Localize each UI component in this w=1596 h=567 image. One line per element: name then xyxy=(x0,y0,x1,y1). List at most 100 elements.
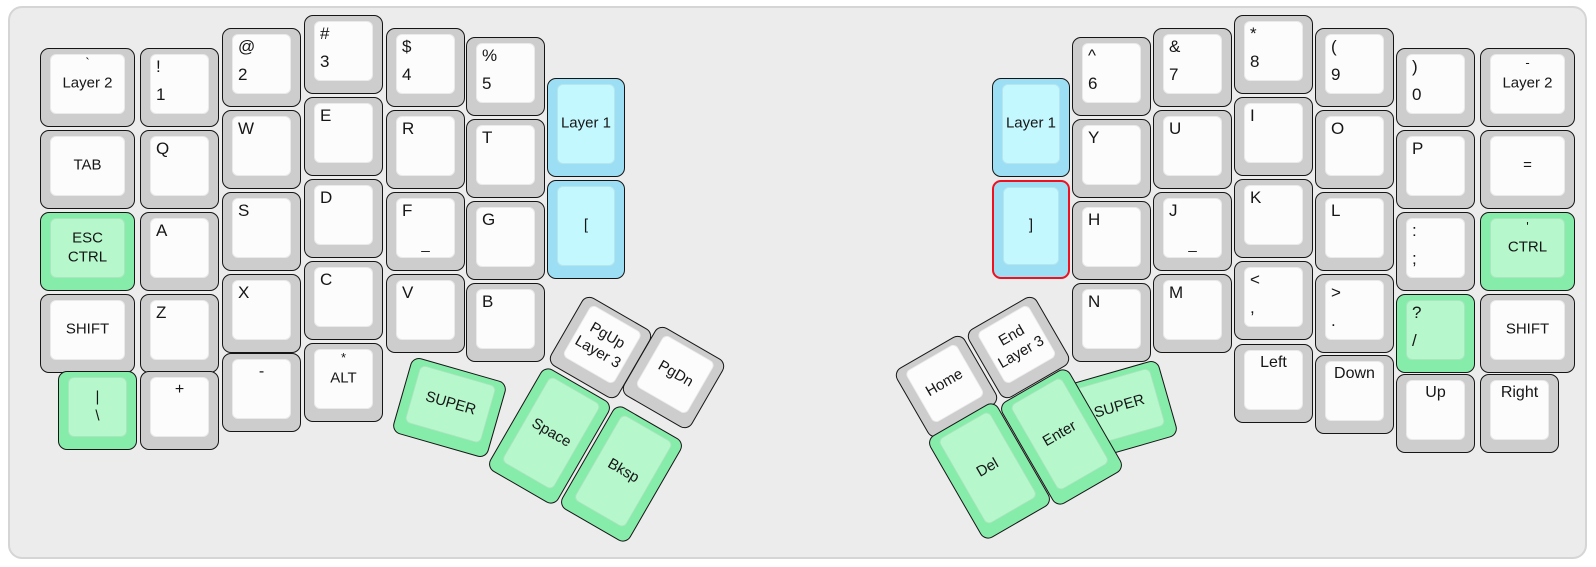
keycap-top: -Layer 2 xyxy=(1490,54,1565,114)
key-quote-ctrl[interactable]: 'CTRL xyxy=(1480,212,1575,291)
key-7[interactable]: &7 xyxy=(1153,28,1232,107)
key-arrow-right[interactable]: Right xyxy=(1480,374,1559,453)
key-label: 4 xyxy=(402,65,412,85)
key-esc-ctrl[interactable]: ESC CTRL xyxy=(40,212,135,291)
key-comma[interactable]: <, xyxy=(1234,261,1313,340)
key-label: 2 xyxy=(238,65,248,85)
key-p[interactable]: P xyxy=(1396,130,1475,209)
key-s[interactable]: S xyxy=(222,192,301,271)
key-c[interactable]: C xyxy=(304,261,383,340)
key-label: U xyxy=(1169,119,1182,138)
key-b[interactable]: B xyxy=(466,283,545,362)
key-1[interactable]: !1 xyxy=(140,48,219,127)
key-k[interactable]: K xyxy=(1234,179,1313,258)
key-arrow-up[interactable]: Up xyxy=(1396,374,1475,453)
key-plus[interactable]: + xyxy=(140,371,219,450)
key-label: V xyxy=(402,283,414,302)
key-equals[interactable]: = xyxy=(1480,130,1575,209)
key-9[interactable]: (9 xyxy=(1315,28,1394,107)
key-label: 5 xyxy=(482,74,492,94)
keycap-top: [ xyxy=(557,186,615,266)
key-label: 1 xyxy=(156,85,166,105)
keycap-top: Left xyxy=(1244,350,1303,410)
key-4[interactable]: $4 xyxy=(386,28,465,107)
key-8[interactable]: *8 xyxy=(1234,15,1313,94)
key-2[interactable]: @2 xyxy=(222,28,301,107)
key-tab[interactable]: TAB xyxy=(40,130,135,209)
key-5[interactable]: %5 xyxy=(466,37,545,116)
key-3[interactable]: #3 xyxy=(304,15,383,94)
key-v[interactable]: V xyxy=(386,274,465,353)
keycap-top: $4 xyxy=(396,34,455,94)
key-label: M xyxy=(1169,283,1184,302)
key-super-left[interactable]: SUPER xyxy=(391,355,508,460)
keycap-top: A xyxy=(150,218,209,278)
key-label: _ xyxy=(1188,236,1197,253)
key-r[interactable]: R xyxy=(386,110,465,189)
key-label: % xyxy=(482,46,498,65)
key-label: R xyxy=(402,119,415,138)
key-j[interactable]: J_ xyxy=(1153,192,1232,271)
key-grave-layer2[interactable]: `Layer 2 xyxy=(40,48,135,127)
key-w[interactable]: W xyxy=(222,110,301,189)
key-arrow-left[interactable]: Left xyxy=(1234,344,1313,423)
key-label: Q xyxy=(156,139,170,158)
key-h[interactable]: H xyxy=(1072,201,1151,280)
key-6[interactable]: ^6 xyxy=(1072,37,1151,116)
key-g[interactable]: G xyxy=(466,201,545,280)
key-z[interactable]: Z xyxy=(140,294,219,373)
keycap-top: - xyxy=(232,359,291,419)
keycap-top: Right xyxy=(1490,380,1549,440)
key-slash[interactable]: ?/ xyxy=(1396,294,1475,373)
key-rbracket[interactable]: ] xyxy=(992,180,1070,279)
key-l[interactable]: L xyxy=(1315,192,1394,271)
key-arrow-down[interactable]: Down xyxy=(1315,355,1394,434)
key-q[interactable]: Q xyxy=(140,130,219,209)
key-t[interactable]: T xyxy=(466,119,545,198)
key-label: K xyxy=(1250,188,1262,207)
key-label: 3 xyxy=(320,52,330,72)
keycap-top: D xyxy=(314,185,373,245)
key-x[interactable]: X xyxy=(222,274,301,353)
keycap-top: Up xyxy=(1406,380,1465,440)
keycap-top: U xyxy=(1163,116,1222,176)
key-dash-layer2[interactable]: -Layer 2 xyxy=(1480,48,1575,127)
key-minus[interactable]: - xyxy=(222,353,301,432)
key-lbracket[interactable]: [ xyxy=(547,180,625,279)
key-y[interactable]: Y xyxy=(1072,119,1151,198)
key-label: SHIFT xyxy=(1505,320,1550,338)
keycap-top: PgDn xyxy=(634,333,716,416)
keycap-top: *8 xyxy=(1244,21,1303,81)
key-label: _ xyxy=(421,236,430,253)
keycap-top: G xyxy=(476,207,535,267)
key-d[interactable]: D xyxy=(304,179,383,258)
key-label: I xyxy=(1250,106,1255,125)
key-i[interactable]: I xyxy=(1234,97,1313,176)
key-label: J xyxy=(1169,201,1178,220)
key-label: ( xyxy=(1331,37,1337,56)
key-u[interactable]: U xyxy=(1153,110,1232,189)
key-m[interactable]: M xyxy=(1153,274,1232,353)
key-label: S xyxy=(238,201,250,220)
key-label: * xyxy=(1250,24,1257,43)
key-label: . xyxy=(1331,311,1336,331)
key-shift-right[interactable]: SHIFT xyxy=(1480,294,1575,373)
key-layer1-right[interactable]: Layer 1 xyxy=(992,78,1070,177)
key-shift-left[interactable]: SHIFT xyxy=(40,294,135,373)
key-n[interactable]: N xyxy=(1072,283,1151,362)
key-e[interactable]: E xyxy=(304,97,383,176)
key-semicolon[interactable]: :; xyxy=(1396,212,1475,291)
key-label: Del xyxy=(973,454,1002,481)
key-f[interactable]: F_ xyxy=(386,192,465,271)
key-alt[interactable]: *ALT xyxy=(304,343,383,422)
key-o[interactable]: O xyxy=(1315,110,1394,189)
key-0[interactable]: )0 xyxy=(1396,48,1475,127)
key-a[interactable]: A xyxy=(140,212,219,291)
key-label: Home xyxy=(922,365,966,401)
key-pipe-backslash[interactable]: | \ xyxy=(58,371,137,450)
keycap-top: S xyxy=(232,198,291,258)
key-label: A xyxy=(156,221,168,240)
key-layer1-left[interactable]: Layer 1 xyxy=(547,78,625,177)
key-period[interactable]: >. xyxy=(1315,274,1394,353)
